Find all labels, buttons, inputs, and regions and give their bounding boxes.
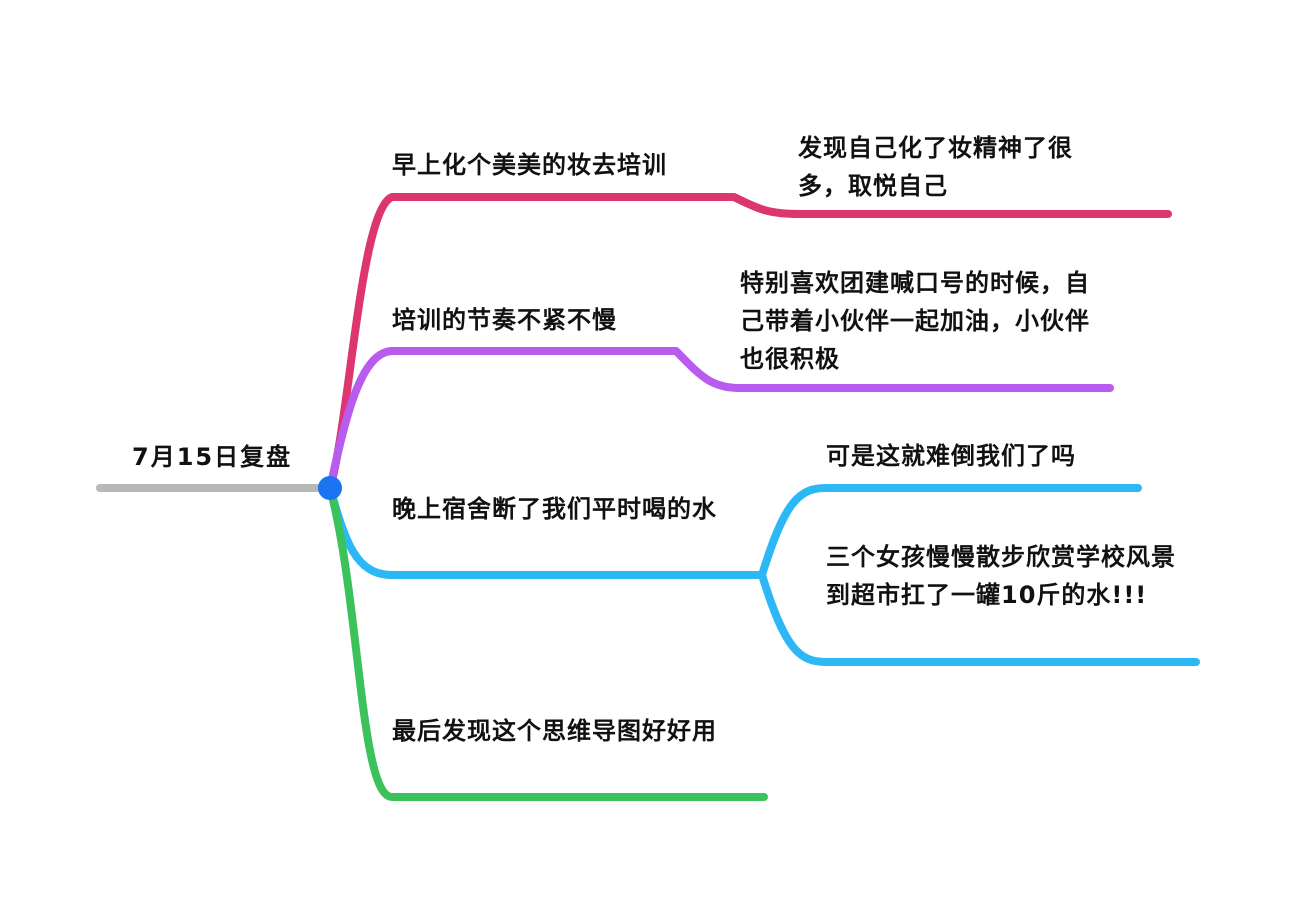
root-node-dot[interactable] [318,476,342,500]
branch-topic-training-pace[interactable]: 培训的节奏不紧不慢 [392,306,617,334]
branch-topic-morning[interactable]: 早上化个美美的妆去培训 [392,151,667,179]
subtopic-carry-water[interactable]: 三个女孩慢慢散步欣赏学校风景到超市扛了一罐10斤的水!!! [826,543,1176,609]
branch-line-training-pace [326,347,1114,492]
child-line-carry-water [758,571,1200,666]
subtopic-not-defeated[interactable]: 可是这就难倒我们了吗 [826,442,1076,470]
branch-line-mindmap-useful [326,484,768,801]
branch-line-morning [326,193,1172,492]
subtopic-makeup-spirit[interactable]: 发现自己化了妆精神了很多，取悦自己 [798,134,1073,200]
child-line-not-defeated [758,484,1142,579]
subtopic-team-slogan[interactable]: 特别喜欢团建喊口号的时候，自己带着小伙伴一起加油，小伙伴也很积极 [740,269,1090,373]
branch-topic-mindmap-useful[interactable]: 最后发现这个思维导图好好用 [392,717,717,745]
branch-topic-water-cut[interactable]: 晚上宿舍断了我们平时喝的水 [392,495,717,523]
root-topic[interactable]: 7月15日复盘 [132,443,293,471]
